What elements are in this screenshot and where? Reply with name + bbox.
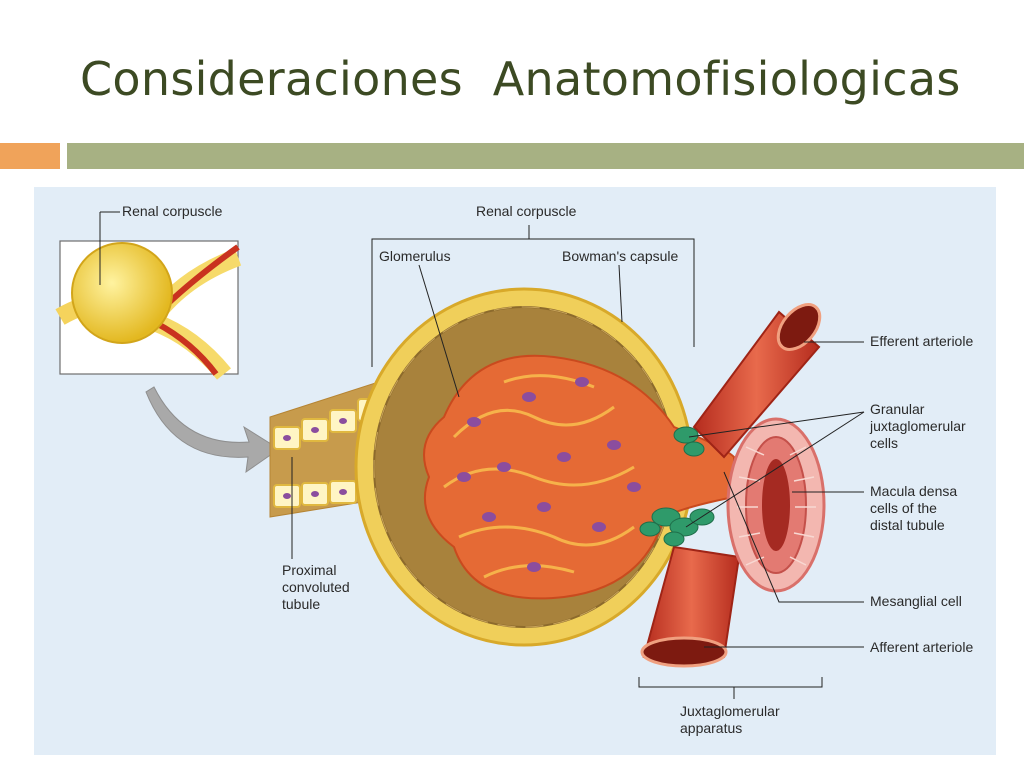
afferent-arteriole: [640, 545, 741, 668]
granular-cells: [639, 426, 715, 547]
nephron-diagram: Renal corpuscle Renal corpuscle Glomerul…: [34, 187, 996, 755]
label-granular-cells: Granular juxtaglomerular cells: [870, 401, 966, 451]
label-glomerulus: Glomerulus: [379, 248, 451, 264]
label-inset-renal-corpuscle: Renal corpuscle: [122, 203, 223, 219]
label-afferent-arteriole: Afferent arteriole: [870, 639, 974, 655]
zoom-arrow-icon: [145, 386, 280, 474]
label-macula-densa: Macula densa cells of the distal tubule: [870, 483, 958, 533]
label-proximal-tubule: Proximal convoluted tubule: [282, 562, 350, 612]
distal-tubule: [726, 417, 826, 593]
label-bowmans-capsule: Bowman's capsule: [562, 248, 679, 264]
accent-bar-green: [67, 143, 1024, 169]
label-efferent-arteriole: Efferent arteriole: [870, 333, 974, 349]
inset-corpuscle-sphere: [71, 242, 173, 344]
label-renal-corpuscle: Renal corpuscle: [476, 203, 577, 219]
efferent-arteriole: [692, 303, 822, 459]
label-juxtaglomerular-apparatus: Juxtaglomerular apparatus: [680, 703, 780, 736]
label-mesangial-cell: Mesanglial cell: [870, 593, 962, 609]
leader-lines: [291, 225, 865, 699]
diagram-illustration: [55, 211, 865, 699]
accent-bar-orange: [0, 143, 60, 169]
slide-title: Consideraciones Anatomofisiologicas: [80, 52, 961, 106]
inset-panel: [55, 211, 242, 380]
